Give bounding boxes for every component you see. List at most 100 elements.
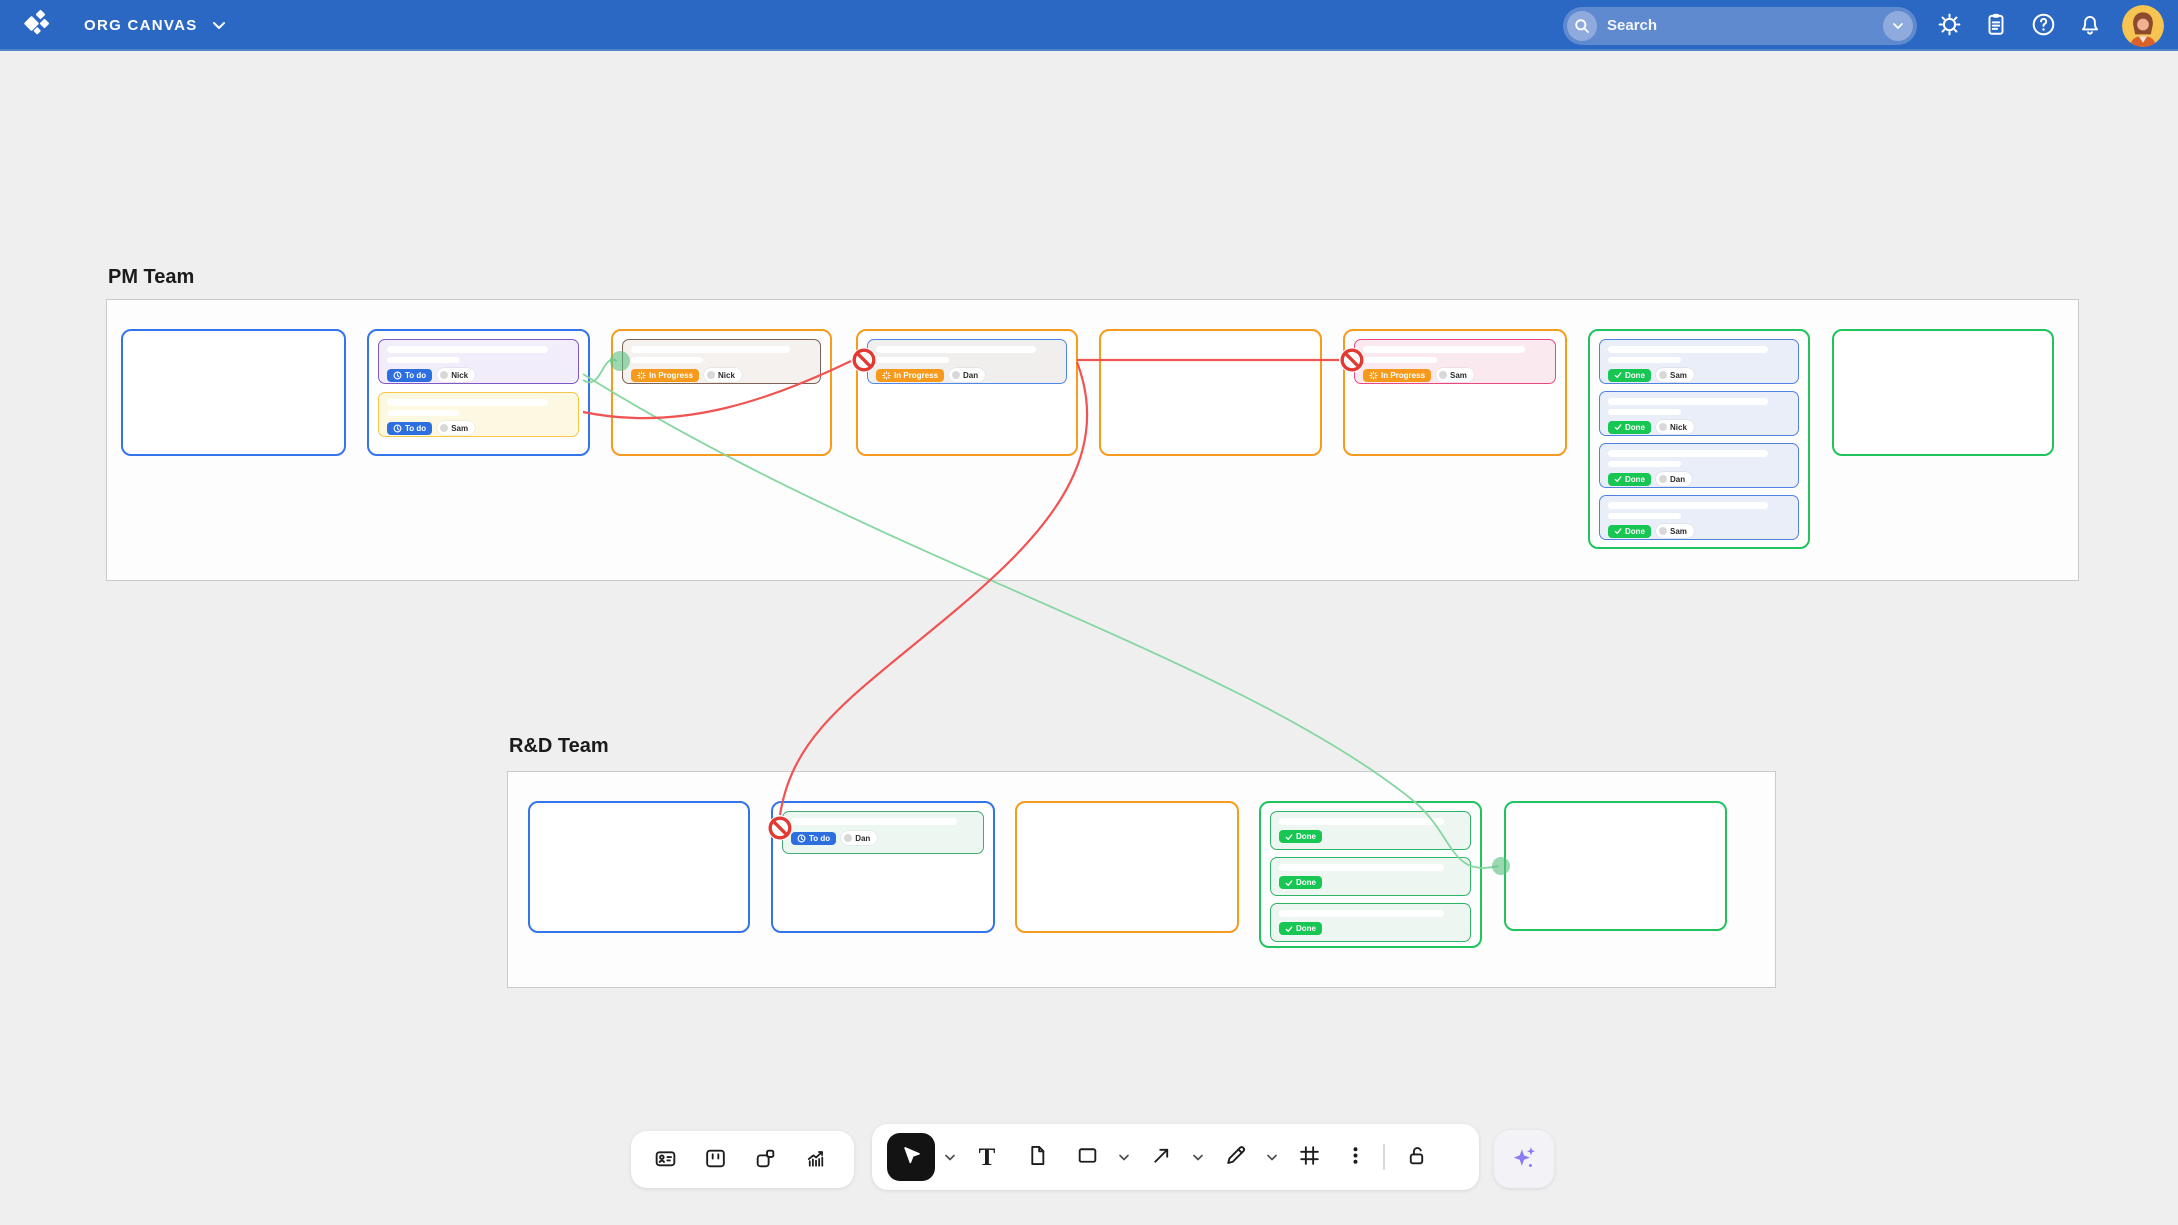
pm-box-8[interactable] — [1832, 329, 2054, 456]
task-card-todo-nick[interactable]: To do Nick — [378, 339, 579, 384]
help-button[interactable] — [2028, 11, 2058, 41]
toolbar-divider — [1383, 1144, 1385, 1170]
ai-assist-button[interactable] — [1502, 1137, 1546, 1181]
assignee-pill: Dan — [1656, 472, 1693, 486]
arrow-tool-button[interactable] — [1139, 1135, 1183, 1179]
settings-button[interactable] — [1934, 11, 1964, 41]
avatar-dot — [844, 834, 853, 842]
pm-box-5[interactable] — [1099, 329, 1322, 456]
text-tool-icon: T — [978, 1143, 996, 1171]
shape-tool-chevron[interactable] — [1115, 1135, 1133, 1179]
task-card-todo-sam[interactable]: To do Sam — [378, 392, 579, 437]
skeleton-line — [1608, 346, 1769, 353]
task-card-done-1[interactable]: Done — [1270, 811, 1471, 850]
pen-tool-button[interactable] — [1213, 1135, 1257, 1179]
task-card-inprogress-nick[interactable]: In Progress Nick — [622, 339, 821, 384]
kanban-board-icon — [703, 1146, 728, 1174]
pm-box-1[interactable] — [121, 329, 346, 456]
lock-button[interactable] — [1395, 1135, 1439, 1179]
skeleton-line — [876, 346, 1037, 353]
skeleton-line — [1608, 461, 1681, 467]
search-placeholder: Search — [1607, 17, 1658, 34]
status-badge-todo: To do — [791, 831, 837, 845]
cursor-icon — [898, 1143, 924, 1172]
rd-box-4[interactable]: Done Done Done — [1259, 801, 1482, 948]
status-badge-inprogress: In Progress — [876, 368, 945, 382]
kanban-tool-button[interactable] — [693, 1138, 737, 1182]
check-icon — [1614, 424, 1622, 430]
contact-card-tool-button[interactable] — [643, 1138, 687, 1182]
assignee-pill: Nick — [704, 368, 742, 382]
avatar-dot — [1659, 371, 1667, 379]
skeleton-line — [1279, 818, 1444, 825]
lock-open-icon — [1404, 1143, 1429, 1171]
check-icon — [1285, 879, 1293, 886]
contact-card-icon — [653, 1146, 678, 1174]
check-icon — [1285, 925, 1293, 932]
pm-box-6[interactable]: In Progress Sam — [1343, 329, 1567, 456]
select-tool-button[interactable] — [887, 1133, 935, 1181]
rd-box-2[interactable]: To do Dan — [771, 801, 995, 933]
section-label-pm-team: PM Team — [108, 266, 195, 288]
chart-icon — [803, 1146, 828, 1174]
pen-tool-chevron[interactable] — [1263, 1135, 1281, 1179]
skeleton-line — [1279, 864, 1444, 871]
status-badge-inprogress: In Progress — [1363, 368, 1432, 382]
pm-box-3[interactable]: In Progress Nick — [611, 329, 832, 456]
sparkles-icon — [1509, 1143, 1539, 1176]
org-chart-tool-button[interactable] — [743, 1138, 787, 1182]
more-options-button[interactable] — [1337, 1135, 1373, 1179]
assignee-pill: Sam — [1656, 368, 1694, 382]
status-badge-done: Done — [1608, 524, 1651, 538]
status-badge-done: Done — [1608, 472, 1651, 486]
header-left: ORG CANVAS — [0, 8, 226, 43]
pm-box-2[interactable]: To do Nick To do Sam — [367, 329, 590, 456]
arrow-tool-chevron[interactable] — [1189, 1135, 1207, 1179]
skeleton-line — [387, 410, 461, 416]
task-card-todo-dan[interactable]: To do Dan — [782, 811, 984, 854]
notifications-button[interactable] — [2075, 11, 2105, 41]
search-scope-chevron-icon[interactable] — [1883, 10, 1913, 41]
task-card-done-dan[interactable]: Done Dan — [1599, 443, 1799, 488]
rd-box-5[interactable] — [1504, 801, 1727, 931]
task-card-inprogress-sam[interactable]: In Progress Sam — [1354, 339, 1556, 384]
avatar-dot — [440, 371, 449, 379]
chevron-down-icon — [945, 1154, 955, 1160]
check-icon — [1614, 372, 1622, 378]
analytics-tool-button[interactable] — [793, 1138, 837, 1182]
clipboard-button[interactable] — [1981, 11, 2011, 41]
pm-box-4[interactable]: In Progress Dan — [856, 329, 1078, 456]
app-title-chevron-icon[interactable] — [212, 17, 226, 35]
task-card-done-3[interactable]: Done — [1270, 903, 1471, 942]
document-tool-button[interactable] — [1015, 1135, 1059, 1179]
grid-tool-button[interactable] — [1287, 1135, 1331, 1179]
check-icon — [1285, 833, 1293, 840]
status-badge-done: Done — [1279, 830, 1322, 843]
rd-box-3[interactable] — [1015, 801, 1239, 933]
shape-tool-button[interactable] — [1065, 1135, 1109, 1179]
check-icon — [1614, 528, 1622, 534]
skeleton-line — [1363, 346, 1525, 353]
task-card-done-nick[interactable]: Done Nick — [1599, 391, 1799, 436]
progress-icon — [1369, 370, 1378, 380]
task-card-done-sam2[interactable]: Done Sam — [1599, 495, 1799, 540]
chevron-down-icon — [1193, 1154, 1203, 1160]
chevron-down-icon — [1119, 1154, 1129, 1160]
status-badge-done: Done — [1279, 876, 1322, 889]
rd-box-1[interactable] — [528, 801, 750, 933]
square-shape-icon — [1075, 1143, 1100, 1171]
select-tool-chevron[interactable] — [941, 1135, 959, 1179]
user-avatar[interactable] — [2122, 4, 2164, 47]
task-card-inprogress-dan[interactable]: In Progress Dan — [867, 339, 1067, 384]
skeleton-line — [1608, 409, 1681, 415]
avatar-dot — [1659, 475, 1667, 483]
text-tool-button[interactable]: T — [965, 1135, 1009, 1179]
search-bar[interactable]: Search — [1563, 6, 1917, 45]
task-card-done-2[interactable]: Done — [1270, 857, 1471, 896]
assignee-pill: Dan — [949, 368, 986, 382]
task-card-done-sam[interactable]: Done Sam — [1599, 339, 1799, 384]
skeleton-line — [1608, 450, 1769, 457]
pm-box-7[interactable]: Done Sam Done Nick — [1588, 329, 1810, 549]
toolbar-main-group: T — [872, 1124, 1479, 1190]
skeleton-line — [1279, 910, 1444, 917]
